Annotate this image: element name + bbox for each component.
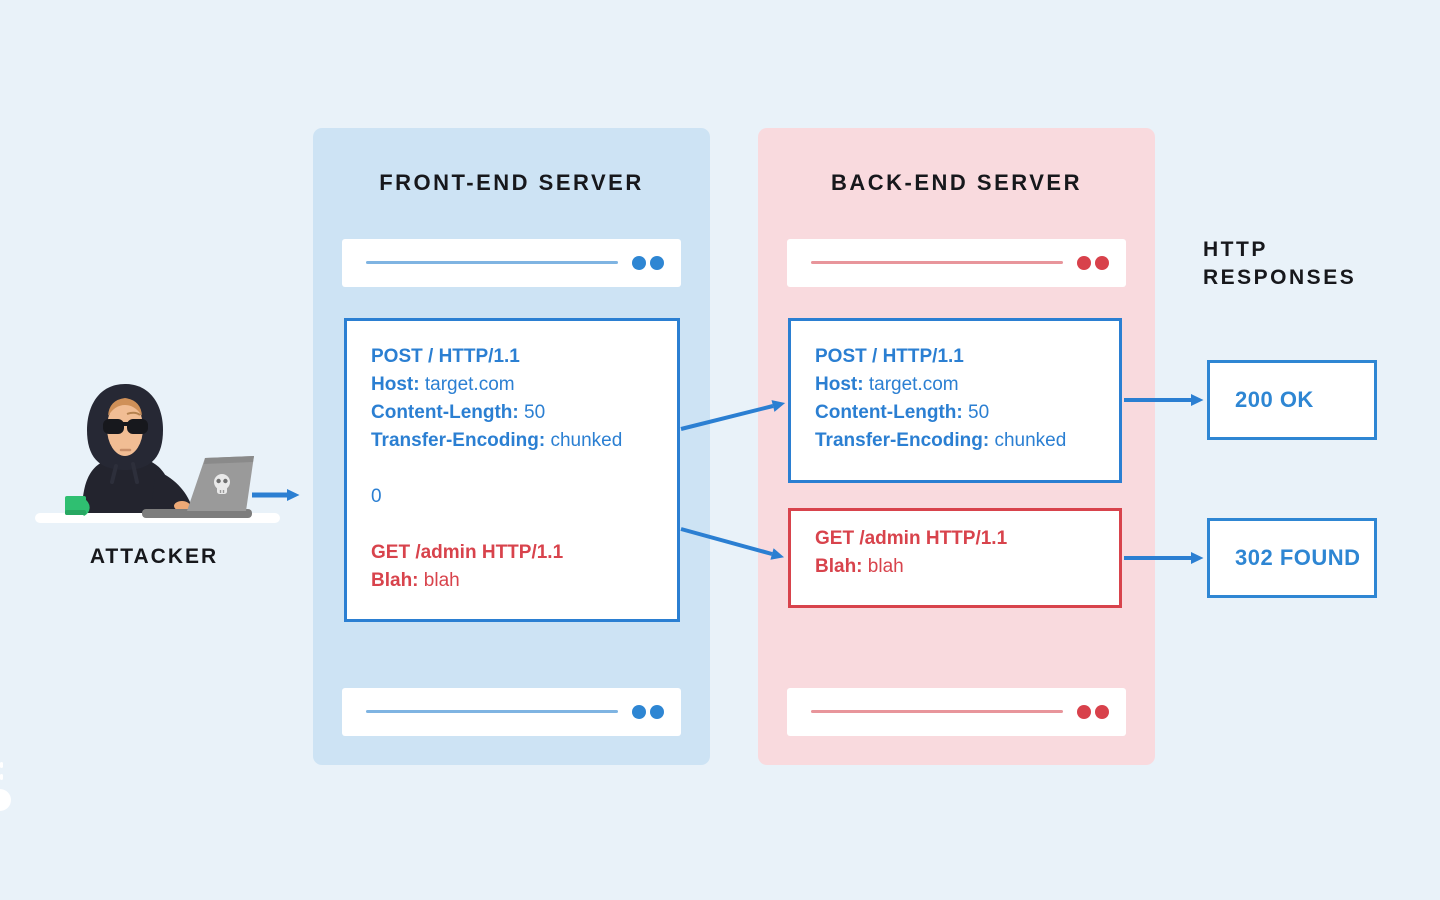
request-line-transfer-encoding: Transfer-Encoding: chunked [815,430,1067,451]
smuggled-request-line: GET /admin HTTP/1.1 [815,528,1008,549]
back-end-top-bar [787,239,1126,287]
back-end-bottom-bar [787,688,1126,736]
bar-line [811,710,1063,713]
attacker-hair [108,398,142,416]
back-end-post-request-box: POST / HTTP/1.1 Host: target.com Content… [788,318,1122,483]
attacker-illustration [35,384,280,523]
http-responses-title: HTTP RESPONSES [1203,236,1356,292]
sunglasses-bridge [120,422,131,426]
attacker-hand [174,501,190,511]
front-end-top-bar [342,239,681,287]
bar-line [366,261,618,264]
request-line-content-length: Content-Length: 50 [371,402,546,423]
response-302-found-box: 302 FOUND [1207,518,1377,598]
edge-artifact [0,762,3,768]
front-end-server-panel: FRONT-END SERVER POST / HTTP/1.1 Host: t… [313,128,710,765]
hood-drawstring [131,462,139,484]
front-end-server-title: FRONT-END SERVER [379,170,644,195]
window-dot-icon [632,705,646,719]
window-dot-icon [650,705,664,719]
request-line-host: Host: target.com [371,374,515,395]
blank-line [371,455,677,483]
sunglasses-icon [127,419,148,434]
response-200-ok-box: 200 OK [1207,360,1377,440]
request-line-post: POST / HTTP/1.1 [371,346,520,367]
window-dot-icon [1095,256,1109,270]
mug-shadow [65,510,86,515]
back-end-smuggled-request-box: GET /admin HTTP/1.1 Blah: blah [788,508,1122,608]
request-line-host: Host: target.com [815,374,959,395]
back-end-server-panel: BACK-END SERVER POST / HTTP/1.1 Host: ta… [758,128,1155,765]
laptop-screen-rim [204,456,254,464]
attacker-label: ATTACKER [89,545,219,568]
request-line-transfer-encoding: Transfer-Encoding: chunked [371,430,623,451]
response-302-found-label: 302 FOUND [1235,545,1361,570]
smuggled-request-line: GET /admin HTTP/1.1 [371,542,564,563]
smuggled-header-line: Blah: blah [371,570,460,591]
front-end-request-box: POST / HTTP/1.1 Host: target.com Content… [344,318,680,622]
window-dot-icon [1077,256,1091,270]
sunglasses-icon [103,419,124,434]
attacker-face [107,400,143,456]
hood-drawstring [110,464,118,484]
http-responses-title-line2: RESPONSES [1203,266,1357,289]
smuggled-header-line: Blah: blah [815,556,904,577]
http-responses-title-line1: HTTP [1203,238,1268,261]
window-dot-icon [650,256,664,270]
window-dot-icon [632,256,646,270]
skull-icon [214,474,230,494]
laptop-base [142,509,252,518]
response-200-ok-label: 200 OK [1235,387,1314,412]
blank-line [371,511,677,539]
request-line-chunk-terminator: 0 [371,486,382,507]
edge-artifact [0,789,11,811]
window-dot-icon [1077,705,1091,719]
bar-line [811,261,1063,264]
window-dot-icon [1095,705,1109,719]
edge-artifact [0,774,3,780]
request-line-post: POST / HTTP/1.1 [815,346,964,367]
bar-line [366,710,618,713]
back-end-server-title: BACK-END SERVER [830,170,1082,195]
front-end-bottom-bar [342,688,681,736]
request-line-content-length: Content-Length: 50 [815,402,990,423]
eyebrow-line [126,411,141,416]
